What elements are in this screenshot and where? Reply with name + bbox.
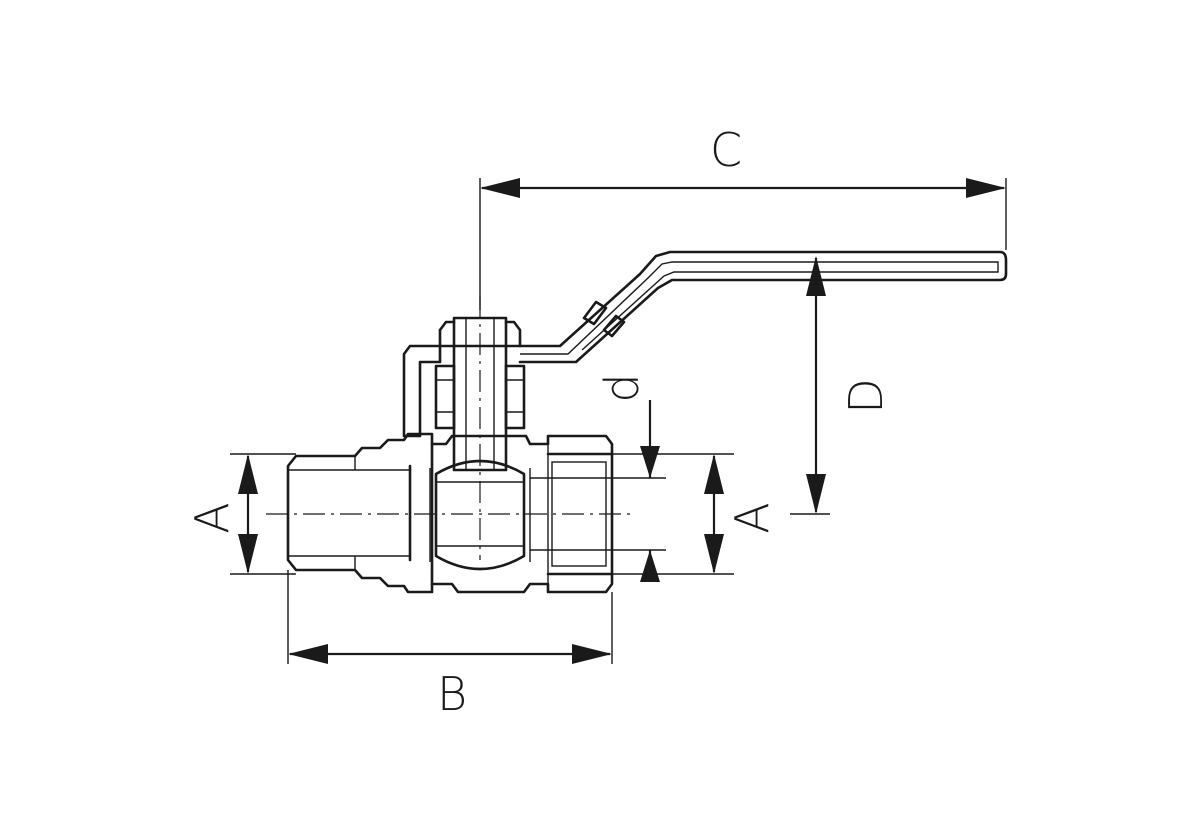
dimension-d: D [790,256,893,515]
dimension-b: B [287,570,613,721]
dimension-c: C [479,123,1007,310]
dim-label-a-right: A [725,502,779,533]
dim-label-b: B [437,667,467,721]
dim-label-c: C [710,123,742,177]
dim-label-d-small: d [595,373,649,402]
dimension-a-right: A [612,453,779,575]
dim-label-d: D [839,378,893,413]
valve-ball [429,459,531,571]
dimension-d-bore: d [530,373,666,582]
lever-handle [438,250,1008,364]
valve-body [286,432,614,594]
dimension-a-left: A [185,453,296,575]
valve-stem [402,316,526,472]
dim-label-a-left: A [185,502,239,533]
